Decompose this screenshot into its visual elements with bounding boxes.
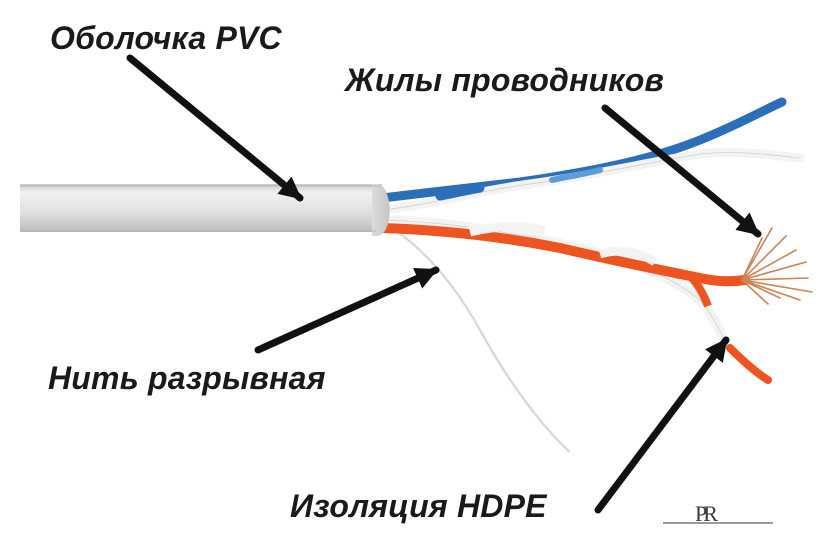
pvc-sheath xyxy=(20,184,382,232)
sheath-label: Оболочка PVC xyxy=(50,20,282,56)
rip-cord xyxy=(391,226,571,454)
insulation-arrow xyxy=(594,336,730,514)
pointer-arrows xyxy=(126,54,762,514)
copper-strands xyxy=(741,227,813,305)
ripcord-label: Нить разрывная xyxy=(48,360,326,396)
orange-wire-end xyxy=(726,344,772,384)
cores-arrow xyxy=(601,104,762,238)
brand-logo: PR xyxy=(695,501,718,526)
orange-white-wire xyxy=(377,215,733,353)
blue-white-wire xyxy=(377,148,805,215)
ripcord-arrow xyxy=(254,266,440,354)
logo-underline xyxy=(663,522,773,524)
sheath-arrow xyxy=(126,54,304,202)
cores-label: Жилы проводников xyxy=(345,62,665,98)
insulation-label: Изоляция HDPE xyxy=(290,488,547,524)
